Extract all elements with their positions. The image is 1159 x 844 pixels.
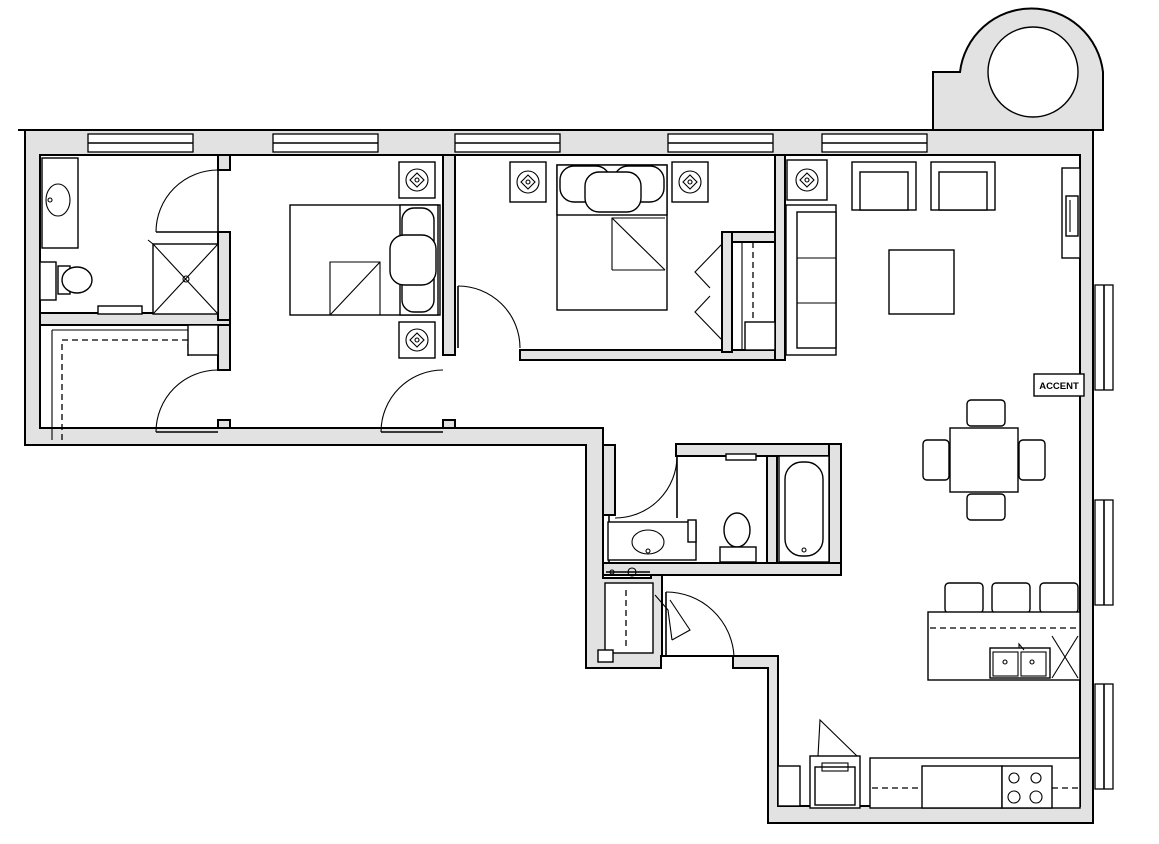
accent-wall-label: ACCENT [1033,373,1085,397]
bathroom-1 [39,157,219,315]
nightstand-lamp-icon [398,161,436,199]
top-windows [87,133,928,153]
laundry-entry [597,582,735,663]
closet-left [51,324,219,440]
accent-label: ACCENT [1039,381,1079,392]
living-room [785,159,1081,356]
nightstand-lamp-icon [509,161,547,203]
dining-set [922,399,1046,521]
right-windows [1094,284,1114,790]
bedroom-2 [509,161,776,351]
bathroom-2 [606,453,830,577]
kitchen [777,582,1081,809]
bedroom-1 [289,161,441,359]
doors-bedroom-1 [155,169,521,433]
nightstand-lamp-icon [398,321,436,359]
nightstand-lamp-icon [671,161,709,203]
interior-walls [39,154,842,576]
round-window [987,26,1079,118]
nightstand-lamp-icon [786,159,828,201]
